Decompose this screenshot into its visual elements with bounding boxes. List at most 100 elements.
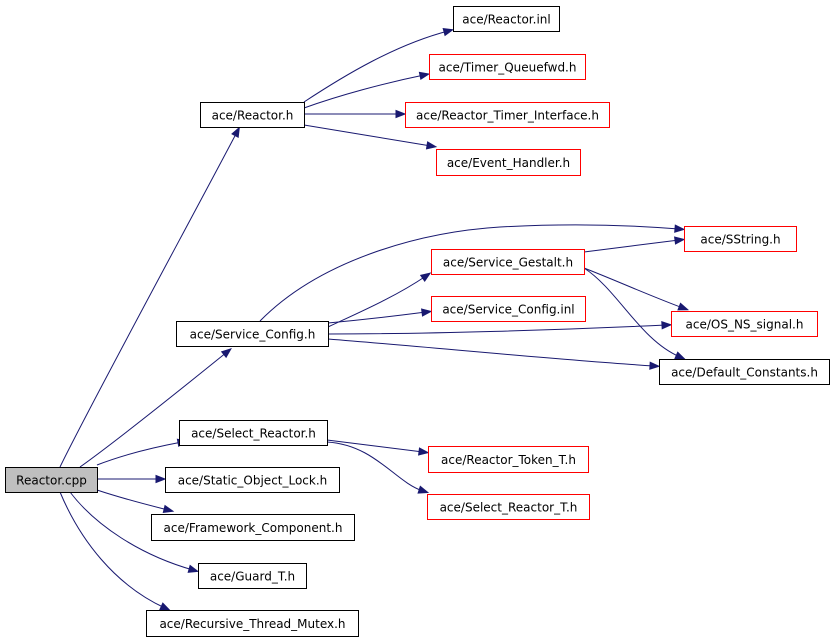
edge-reactor-cpp-to-select-reactor-h <box>96 438 189 466</box>
node-label: ace/Reactor.h <box>212 109 294 123</box>
node-box <box>146 610 359 637</box>
edge-service-gestalt-h-to-os-ns-signal-h <box>583 267 689 311</box>
node-box <box>428 446 589 473</box>
arrowhead <box>674 351 686 360</box>
edge-reactor-cpp-to-recursive-thread-mutex-h <box>59 491 171 611</box>
node-label: ace/Reactor_Token_T.h <box>441 453 576 467</box>
edge-service-config-h-to-service-config-inl <box>327 308 433 324</box>
node-box <box>429 54 586 80</box>
node-box <box>436 149 581 176</box>
node-label: ace/Select_Reactor.h <box>191 427 316 441</box>
node-box <box>200 102 305 128</box>
node-box <box>659 359 830 385</box>
arrowhead <box>418 447 430 456</box>
node-service-config-h[interactable]: ace/Service_Config.h <box>176 321 329 347</box>
node-label: ace/OS_NS_signal.h <box>686 318 804 332</box>
node-reactor-cpp: Reactor.cpp <box>5 467 98 493</box>
node-recursive-thread-mutex-h[interactable]: ace/Recursive_Thread_Mutex.h <box>146 610 359 637</box>
node-reactor-inl[interactable]: ace/Reactor.inl <box>453 6 560 32</box>
edge-select-reactor-h-to-reactor-token-t-h <box>326 439 430 456</box>
node-label: ace/SString.h <box>700 233 780 247</box>
node-label: ace/Service_Config.inl <box>442 303 574 317</box>
node-label: ace/Static_Object_Lock.h <box>178 474 328 488</box>
node-service-gestalt-h[interactable]: ace/Service_Gestalt.h <box>431 249 585 275</box>
node-box <box>405 102 610 128</box>
node-label: ace/Framework_Component.h <box>164 521 343 535</box>
node-box <box>179 420 328 446</box>
node-box <box>431 249 585 275</box>
node-box <box>165 467 340 493</box>
edge-reactor-cpp-to-service-config-h <box>79 348 232 468</box>
node-label: ace/Select_Reactor_T.h <box>440 501 578 515</box>
nodes-layer: Reactor.cpp ace/Reactor.h ace/Reactor.inl a… <box>5 6 830 637</box>
node-reactor-h[interactable]: ace/Reactor.h <box>200 102 305 128</box>
node-box <box>198 563 307 589</box>
edge-service-config-h-to-default-constants-h <box>327 338 661 370</box>
node-timer-queuefwd-h[interactable]: ace/Timer_Queuefwd.h <box>429 54 586 80</box>
arrowhead <box>419 272 432 282</box>
arrowhead <box>677 302 689 311</box>
arrowhead <box>187 564 200 573</box>
edge-service-config-h-to-service-gestalt-h <box>327 272 432 328</box>
node-guard-t-h[interactable]: ace/Guard_T.h <box>198 563 307 589</box>
arrowhead <box>155 474 167 484</box>
node-label: ace/Timer_Queuefwd.h <box>439 61 577 75</box>
edge-reactor-cpp-to-static-object-lock-h <box>96 474 167 484</box>
node-box <box>431 296 586 322</box>
node-box <box>176 321 329 347</box>
node-framework-component-h[interactable]: ace/Framework_Component.h <box>151 514 355 541</box>
arrowhead <box>674 236 686 245</box>
node-label: ace/Guard_T.h <box>210 570 295 584</box>
node-reactor-token-t-h[interactable]: ace/Reactor_Token_T.h <box>428 446 589 473</box>
node-label: ace/Event_Handler.h <box>447 156 570 170</box>
node-label: ace/Service_Gestalt.h <box>443 256 573 270</box>
edge-reactor-cpp-to-guard-t-h <box>69 491 200 573</box>
arrowhead <box>418 71 431 81</box>
edge-service-config-h-to-os-ns-signal-h <box>327 320 673 335</box>
arrowhead <box>425 141 438 150</box>
edge-reactor-h-to-timer-queuefwd-h <box>303 71 431 109</box>
node-label: ace/Default_Constants.h <box>671 366 818 380</box>
node-reactor-timer-interface-h[interactable]: ace/Reactor_Timer_Interface.h <box>405 102 610 128</box>
node-box <box>684 226 797 252</box>
node-box <box>151 514 355 541</box>
node-label: ace/Reactor.inl <box>462 13 550 27</box>
arrowhead <box>395 109 407 119</box>
arrowhead <box>649 361 661 370</box>
edge-service-gestalt-h-to-default-constants-h <box>583 267 686 360</box>
edge-select-reactor-h-to-select-reactor-t-h <box>326 441 430 494</box>
arrowhead <box>159 602 171 611</box>
edge-reactor-h-to-reactor-inl <box>303 28 455 103</box>
node-label: Reactor.cpp <box>16 474 87 488</box>
node-select-reactor-h[interactable]: ace/Select_Reactor.h <box>179 420 328 446</box>
node-service-config-inl[interactable]: ace/Service_Config.inl <box>431 296 586 322</box>
arrowhead <box>661 320 673 330</box>
node-os-ns-signal-h[interactable]: ace/OS_NS_signal.h <box>671 311 818 337</box>
arrowhead <box>674 224 686 233</box>
arrowhead <box>421 308 433 317</box>
node-static-object-lock-h[interactable]: ace/Static_Object_Lock.h <box>165 467 340 493</box>
node-box <box>671 311 818 337</box>
node-label: ace/Reactor_Timer_Interface.h <box>416 109 599 123</box>
node-default-constants-h[interactable]: ace/Default_Constants.h <box>659 359 830 385</box>
edges-layer <box>59 28 689 611</box>
edge-reactor-cpp-to-reactor-h <box>59 126 240 468</box>
node-box <box>453 6 560 32</box>
edge-service-gestalt-h-to-sstring-h <box>583 236 686 253</box>
node-box <box>5 467 98 493</box>
arrowhead <box>442 28 455 37</box>
edge-service-config-h-to-sstring-h <box>259 224 686 322</box>
node-label: ace/Recursive_Thread_Mutex.h <box>159 617 345 631</box>
arrowhead <box>417 485 430 494</box>
edge-reactor-h-to-event-handler-h <box>303 124 438 150</box>
edge-reactor-cpp-to-framework-component-h <box>96 489 175 513</box>
node-sstring-h[interactable]: ace/SString.h <box>684 226 797 252</box>
arrowhead <box>220 348 232 359</box>
node-label: ace/Service_Config.h <box>190 328 316 342</box>
node-box <box>427 494 590 520</box>
node-select-reactor-t-h[interactable]: ace/Select_Reactor_T.h <box>427 494 590 520</box>
edge-reactor-h-to-reactor-timer-interface-h <box>304 109 407 119</box>
node-event-handler-h[interactable]: ace/Event_Handler.h <box>436 149 581 176</box>
arrowhead <box>231 126 240 138</box>
